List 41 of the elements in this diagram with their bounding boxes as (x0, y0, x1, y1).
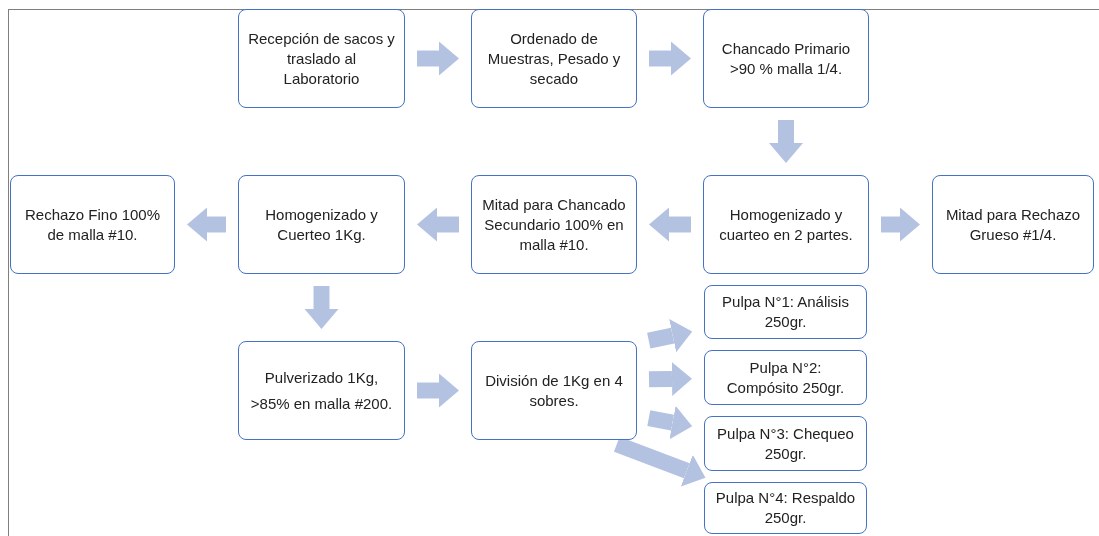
step-text: Recepción de sacos y traslado al Laboratorio (247, 28, 396, 89)
step-text: Chancado Primario >90 % malla 1/4. (720, 38, 852, 79)
process-box (704, 482, 867, 534)
step-text: División de 1Kg en 4 sobres. (484, 370, 624, 411)
step-text: Pulpa N°3: Chequeo 250gr. (716, 423, 855, 464)
step-text: Pulverizado 1Kg, (264, 367, 379, 388)
step-text: Pulpa N°2: Compósito 250gr. (725, 357, 846, 398)
process-box (238, 341, 405, 440)
process-box (932, 175, 1094, 274)
process-box (238, 9, 405, 108)
step-text: Homogenizado y cuarteo en 2 partes. (718, 204, 854, 245)
step-text: Mitad para Rechazo Grueso #1/4. (944, 204, 1082, 245)
process-box (238, 175, 405, 274)
block-arrow (769, 120, 803, 163)
block-arrow (881, 207, 920, 242)
step-text: >85% en malla #200. (250, 393, 393, 414)
process-box (704, 350, 867, 405)
block-arrow (647, 405, 693, 440)
step-text: Pulpa N°1: Análisis 250gr. (721, 292, 850, 332)
process-box (471, 341, 637, 440)
step-text: Mitad para Chancado Secundario 100% en malla #10. (481, 194, 627, 255)
process-box (703, 9, 869, 108)
step-text: Pulpa N°4: Respaldo 250gr. (714, 488, 857, 528)
process-box (471, 175, 637, 274)
block-arrow (648, 361, 692, 396)
process-box (10, 175, 175, 274)
process-box (704, 285, 867, 339)
block-arrow (649, 41, 691, 76)
step-text: Homogenizado y Cuerteo 1Kg. (264, 204, 379, 245)
process-box (704, 416, 867, 471)
process-box (471, 9, 637, 108)
block-arrow (187, 207, 226, 242)
block-arrow (647, 319, 693, 353)
block-arrow (304, 286, 339, 329)
block-arrow (417, 207, 459, 242)
block-arrow (417, 373, 459, 408)
block-arrow (417, 41, 459, 76)
process-box (703, 175, 869, 274)
block-arrow (649, 207, 691, 242)
step-text: Rechazo Fino 100% de malla #10. (23, 204, 162, 245)
step-text: Ordenado de Muestras, Pesado y secado (486, 28, 622, 89)
